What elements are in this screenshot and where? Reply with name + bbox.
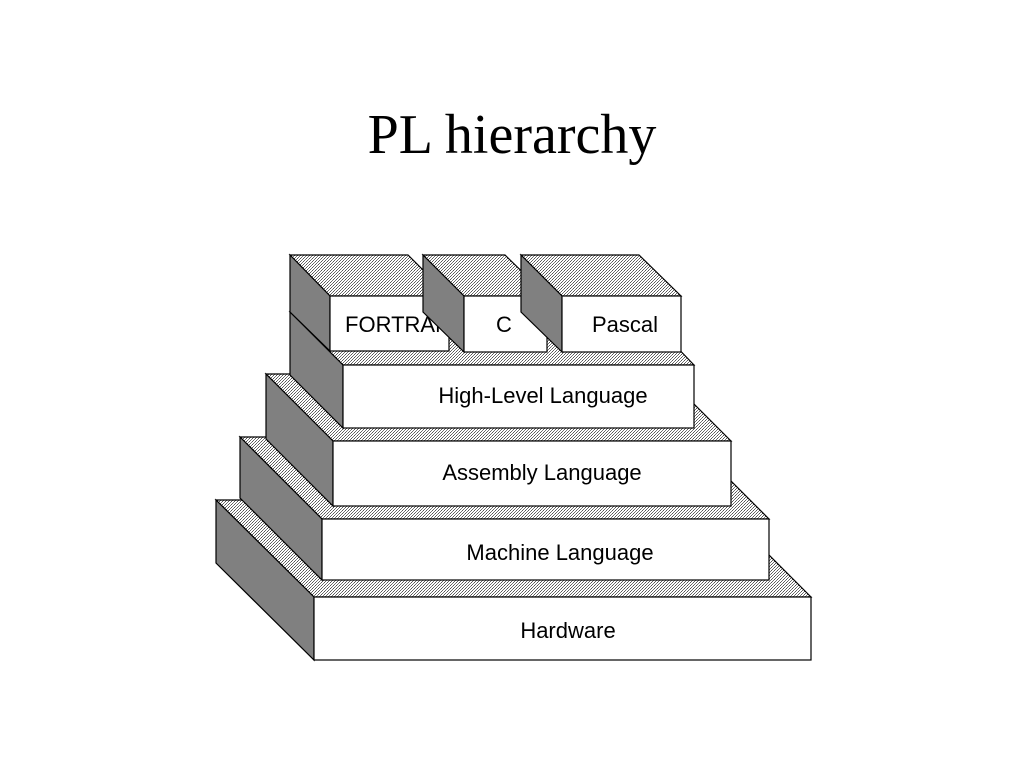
slide-title: PL hierarchy (367, 104, 657, 166)
assembly-front-face (332, 440, 732, 507)
hardware-label: Hardware (520, 618, 615, 643)
block-pascal: Pascal (519, 253, 683, 354)
c-label: C (496, 312, 512, 337)
hardware-front-face (313, 596, 812, 661)
high-level-front-face (342, 364, 695, 429)
high-level-language-label: High-Level Language (438, 383, 647, 408)
machine-front-face (321, 518, 770, 581)
assembly-language-label: Assembly Language (442, 460, 641, 485)
block-fortran: FORTRAN (288, 253, 451, 353)
pascal-label: Pascal (592, 312, 658, 337)
pascal-front-face (561, 295, 682, 353)
block-c: C (421, 253, 549, 354)
machine-language-label: Machine Language (466, 540, 653, 565)
